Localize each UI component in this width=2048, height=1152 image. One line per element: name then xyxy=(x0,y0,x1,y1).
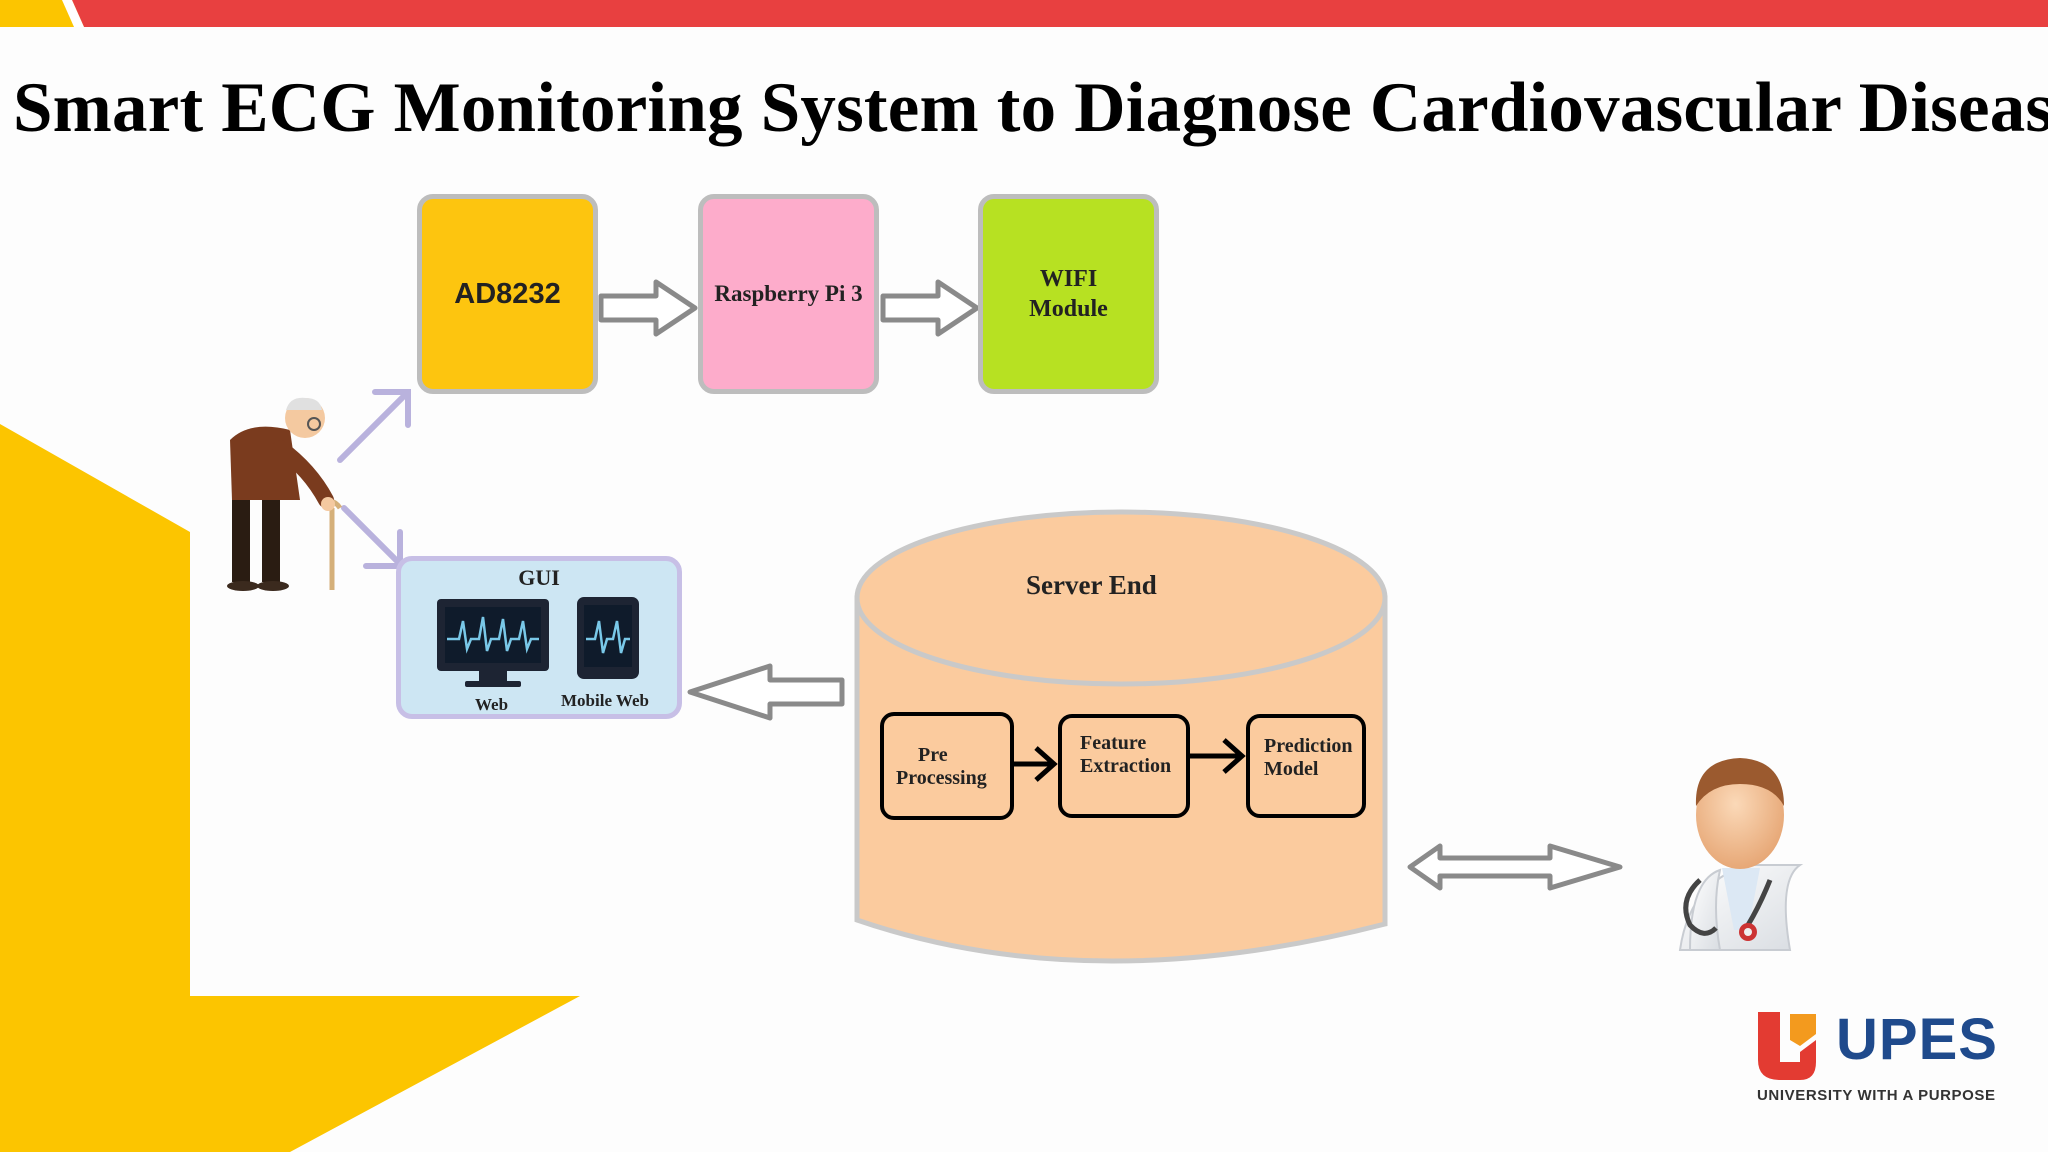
feature-extraction-line1: Feature xyxy=(1080,732,1147,754)
wifi-module-box: WIFI Module xyxy=(978,194,1159,394)
arrow-patient-to-sensor xyxy=(337,389,411,463)
arrow-feature-to-prediction xyxy=(1190,738,1246,774)
server-end-title: Server End xyxy=(1026,570,1157,600)
top-bar xyxy=(0,0,2048,27)
prediction-model-line2: Model xyxy=(1264,758,1319,780)
upes-logo-name: UPES xyxy=(1836,1007,1998,1072)
prediction-model-box: Prediction Model xyxy=(1246,714,1366,818)
arrow-patient-to-gui xyxy=(341,505,403,569)
tablet-ecg-icon xyxy=(577,597,639,679)
arrow-server-to-gui xyxy=(687,663,845,721)
arrow-preprocessing-to-feature xyxy=(1014,746,1058,782)
web-label: Web xyxy=(475,695,509,714)
mobile-web-label: Mobile Web xyxy=(561,691,649,710)
preprocessing-line2: Processing xyxy=(896,767,987,789)
doctor-icon xyxy=(1678,758,1804,951)
upes-logo-mark xyxy=(1758,1012,1816,1080)
prediction-model-line1: Prediction xyxy=(1264,735,1353,757)
elderly-patient-icon xyxy=(227,397,343,591)
yellow-chevron-decoration xyxy=(0,424,580,1152)
raspberry-pi-box: Raspberry Pi 3 xyxy=(698,194,879,394)
arrow-ad8232-to-raspberry xyxy=(598,279,698,337)
feature-extraction-box: Feature Extraction xyxy=(1058,714,1190,818)
page-title: Smart ECG Monitoring System to Diagnose … xyxy=(13,69,2048,147)
ad8232-box: AD8232 xyxy=(417,194,598,394)
gui-title: GUI xyxy=(518,565,560,590)
upes-logo-tagline: UNIVERSITY WITH A PURPOSE xyxy=(1757,1087,1996,1104)
monitor-ecg-icon xyxy=(437,599,549,687)
server-cylinder xyxy=(854,509,1388,964)
arrow-raspberry-to-wifi xyxy=(880,279,980,337)
raspberry-pi-label: Raspberry Pi 3 xyxy=(714,281,863,306)
preprocessing-line1: Pre xyxy=(918,744,948,766)
feature-extraction-line2: Extraction xyxy=(1080,755,1172,777)
top-bar-yellow-corner xyxy=(0,0,84,27)
wifi-label-line2: Module xyxy=(1029,296,1108,322)
wifi-label-line1: WIFI xyxy=(1039,266,1098,292)
double-arrow-server-doctor xyxy=(1407,843,1623,891)
preprocessing-box: Pre Processing xyxy=(880,712,1014,820)
ad8232-label: AD8232 xyxy=(454,277,561,310)
gui-box: GUI Web Mobile Web xyxy=(396,556,682,719)
